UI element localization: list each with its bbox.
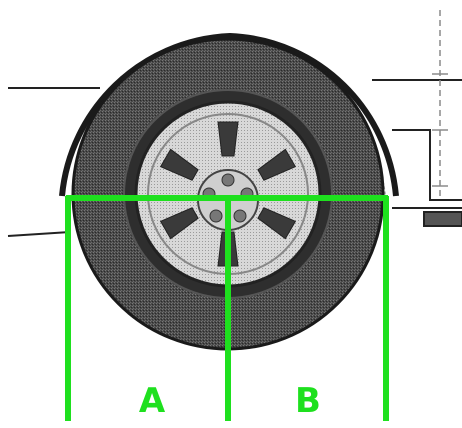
rim-slot [159, 148, 199, 181]
fender-arch-outer [59, 32, 399, 197]
car-body [7, 79, 462, 237]
section-label-b: B [295, 381, 321, 421]
rim-slot [257, 148, 297, 181]
body-line-rear-right [392, 129, 462, 201]
wheel [71, 37, 385, 351]
lug-nut [209, 209, 223, 223]
body-line-rocker-left [7, 231, 71, 237]
rim-slot [217, 121, 239, 157]
section-label-a: A [139, 381, 166, 421]
rim-slot [257, 207, 297, 240]
bumper-block [423, 211, 462, 227]
lug-nut [233, 209, 247, 223]
measurement-guides [65, 195, 389, 421]
lug-nut [221, 173, 235, 187]
dimension-marks [432, 10, 448, 196]
rim-slot [159, 207, 199, 240]
